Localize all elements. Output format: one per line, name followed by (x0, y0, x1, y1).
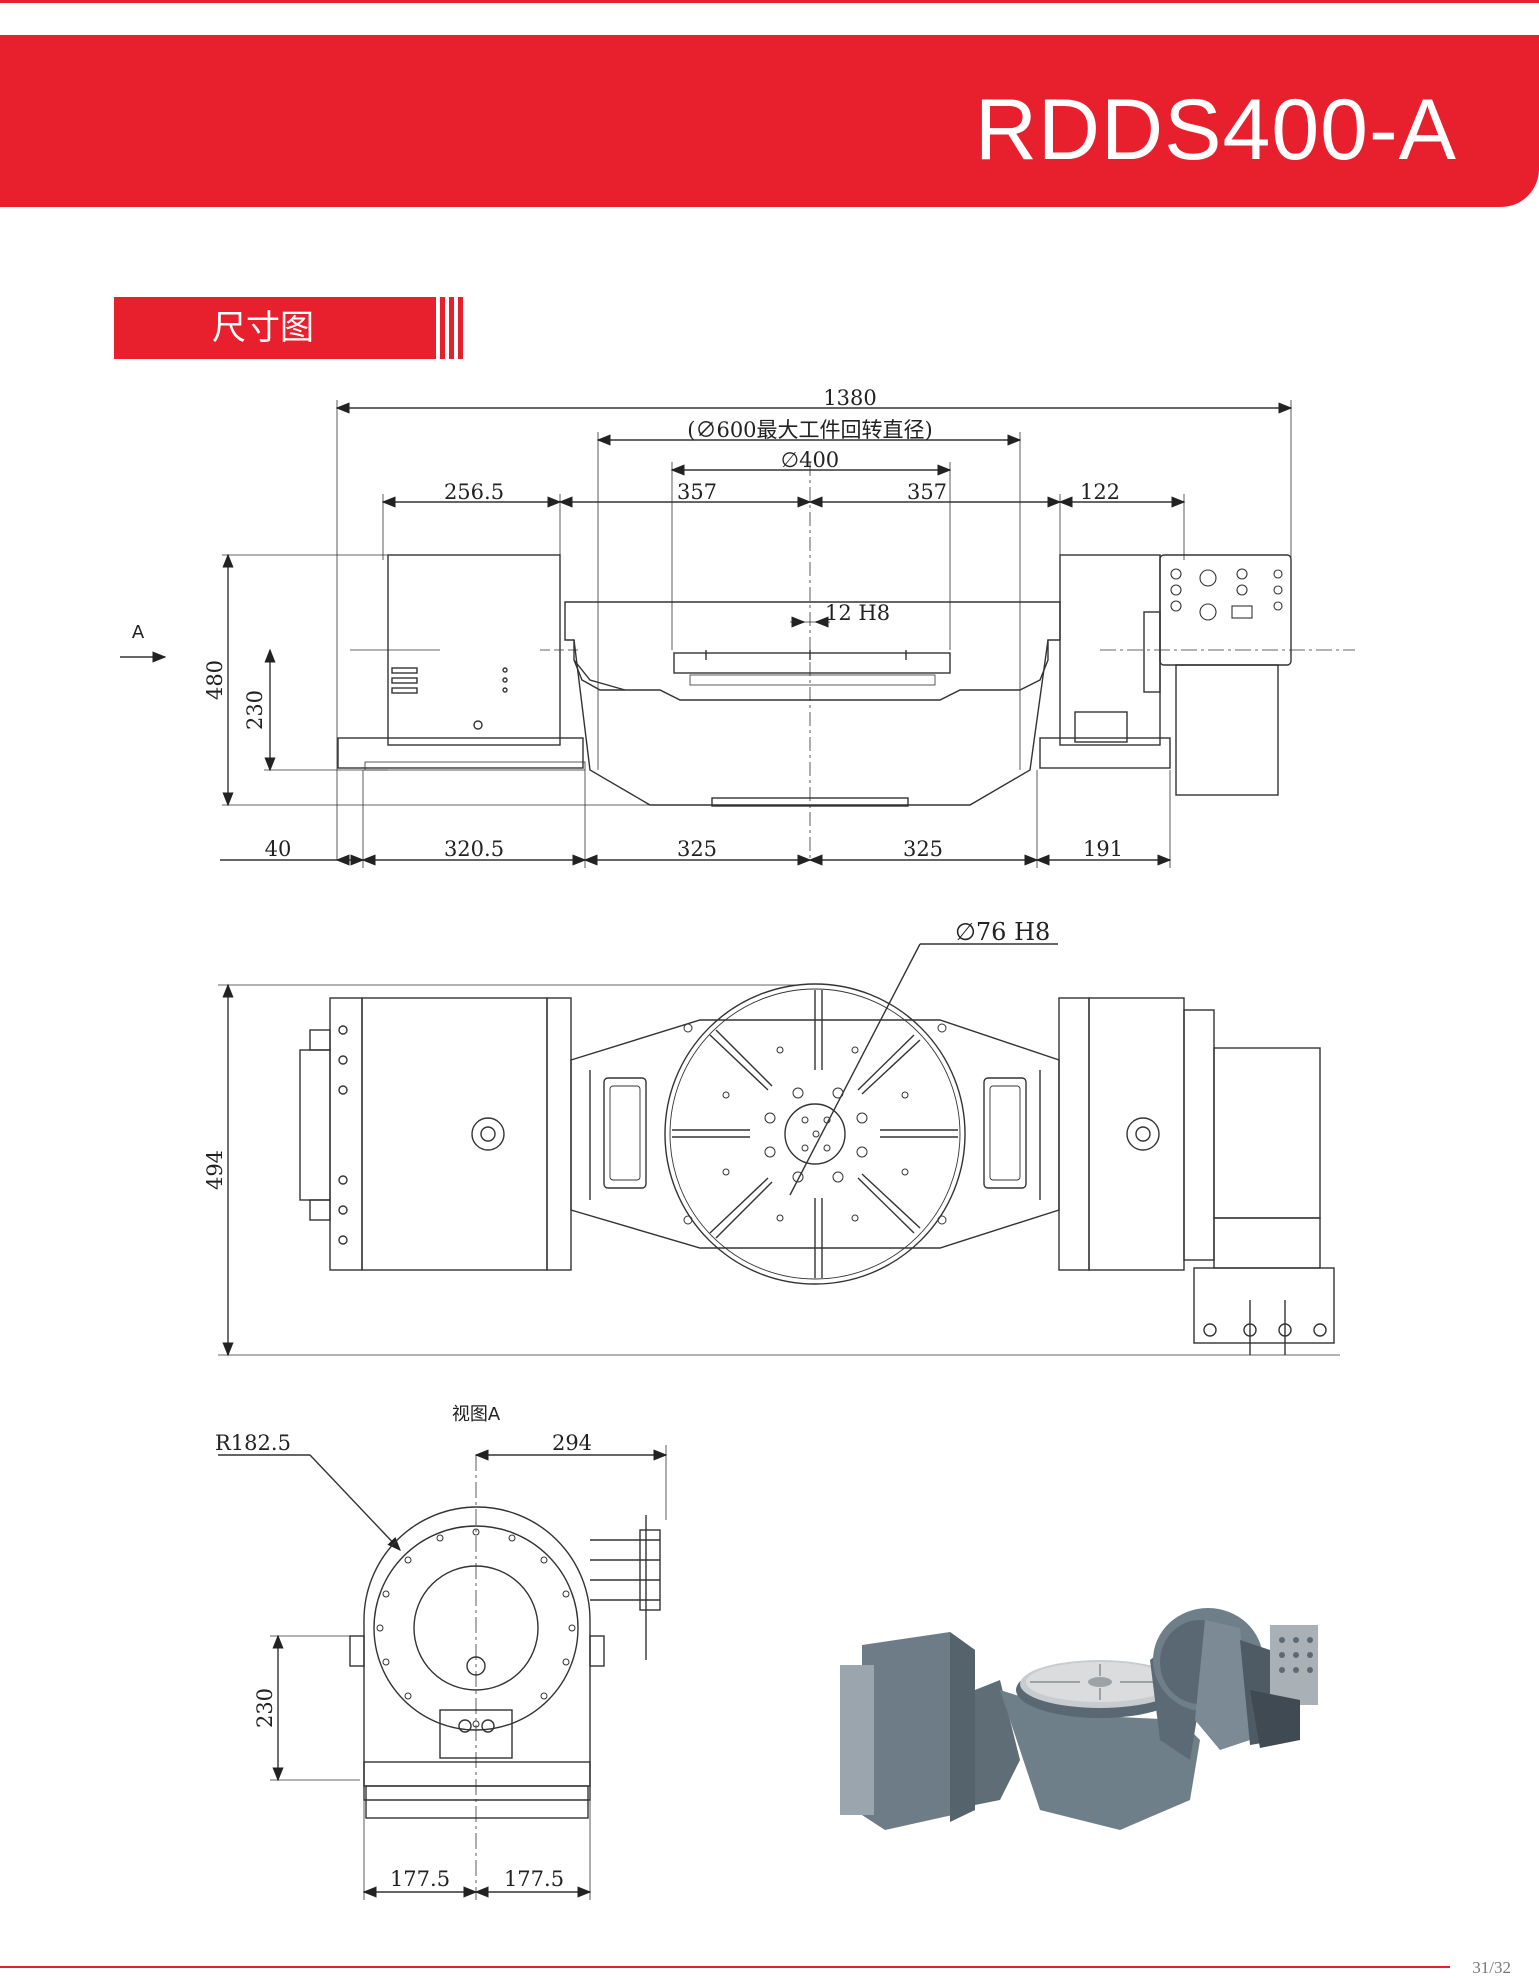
dim-bottom-4: 325 (903, 837, 943, 861)
dim-radius: R182.5 (215, 1431, 291, 1455)
front-view (120, 400, 1355, 868)
top-view-labels: ∅76 H8 494 (203, 918, 1050, 1190)
section-stripe (449, 297, 454, 359)
side-view-labels: 视图A R182.5 294 230 177.5 177.5 (215, 1404, 592, 1891)
dim-center-height: 230 (243, 690, 267, 730)
dim-table-dia: ∅400 (781, 448, 839, 472)
footer-rule (0, 1966, 1450, 1968)
dim-slot: 12 H8 (825, 601, 890, 625)
dim-half-left: 357 (677, 480, 717, 504)
dim-bottom-1: 40 (265, 837, 292, 861)
section-stripe (440, 297, 445, 359)
header-banner: RDDS400-A (0, 35, 1539, 207)
dim-half-right: 357 (907, 480, 947, 504)
dim-max-swing: (∅600最大工件回转直径) (687, 418, 932, 442)
section-title: 尺寸图 (212, 308, 314, 348)
dim-bore: ∅76 H8 (955, 918, 1050, 946)
product-photo (840, 1608, 1318, 1830)
dim-overall: 1380 (823, 386, 876, 410)
top-view (218, 943, 1340, 1357)
page-number: 31/32 (1472, 1958, 1511, 1977)
dim-side-half-right: 177.5 (504, 1867, 564, 1891)
dim-left-offset: 256.5 (444, 480, 504, 504)
top-rule (0, 0, 1539, 3)
section-heading: 尺寸图 (114, 297, 436, 359)
side-view-title: 视图A (452, 1404, 501, 1425)
dim-height: 480 (203, 660, 227, 700)
dim-right-offset: 122 (1080, 480, 1120, 504)
side-view (218, 1445, 668, 1900)
section-stripe (458, 297, 463, 359)
dim-side-half-left: 177.5 (390, 1867, 450, 1891)
view-arrow-label: A (132, 622, 145, 643)
front-view-labels: 1380 (∅600最大工件回转直径) ∅400 256.5 357 357 1… (132, 386, 1123, 861)
dim-bottom-5: 191 (1083, 837, 1123, 861)
dim-depth: 494 (203, 1150, 227, 1190)
dim-side-center-height: 230 (253, 1688, 277, 1728)
dim-bottom-2: 320.5 (444, 837, 504, 861)
dim-side-offset: 294 (552, 1431, 592, 1455)
dim-bottom-3: 325 (677, 837, 717, 861)
model-title: RDDS400-A (974, 82, 1457, 178)
